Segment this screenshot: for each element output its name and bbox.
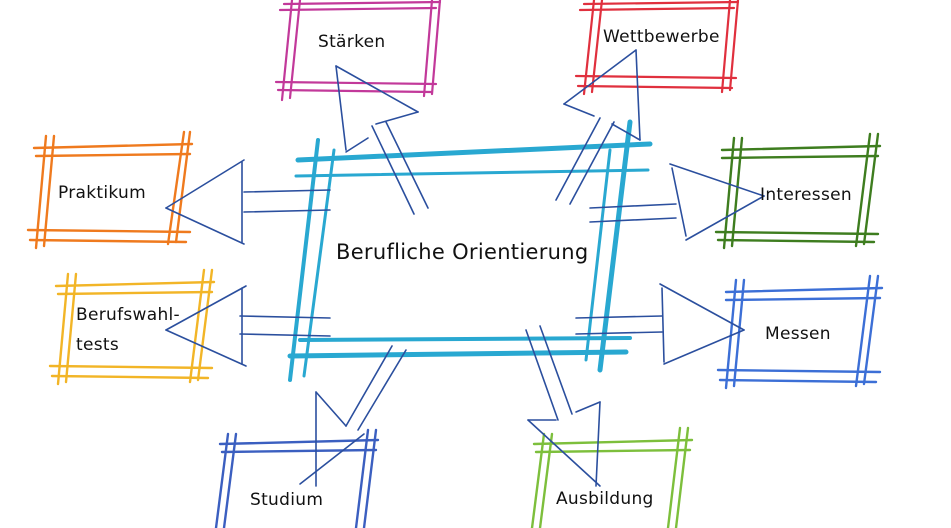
box-wettbewerbe [574, 0, 740, 96]
arrow-to-berufswahltests [165, 285, 331, 367]
box-ausbildung [530, 426, 694, 528]
center-label: Berufliche Orientierung [336, 240, 589, 264]
box-messen [716, 274, 884, 390]
arrow-to-staerken [335, 65, 429, 215]
arrow-to-studium [299, 345, 407, 487]
node-label-ausbildung: Ausbildung [556, 489, 654, 509]
arrow-to-messen [575, 283, 745, 365]
arrows [165, 49, 765, 487]
node-label-studium: Studium [250, 490, 324, 510]
box-staerken [274, 0, 442, 102]
node-label-berufswahltests-line1: Berufswahl- [76, 305, 180, 325]
node-label-interessen: Interessen [760, 185, 852, 205]
arrow-to-ausbildung [525, 325, 601, 487]
box-studium [214, 428, 380, 528]
box-interessen [714, 132, 882, 250]
node-label-berufswahltests: Berufswahl- tests [76, 300, 180, 360]
arrow-to-wettbewerbe [555, 49, 641, 205]
arrow-to-praktikum [165, 159, 331, 245]
box-praktikum [26, 130, 194, 250]
arrow-to-interessen [589, 163, 765, 241]
box-center [287, 119, 653, 382]
node-label-berufswahltests-line2: tests [76, 335, 120, 355]
box-berufswahltests [48, 268, 216, 386]
node-label-staerken: Stärken [318, 32, 386, 52]
node-label-messen: Messen [765, 324, 831, 344]
node-label-wettbewerbe: Wettbewerbe [603, 27, 720, 47]
node-label-praktikum: Praktikum [58, 183, 146, 203]
